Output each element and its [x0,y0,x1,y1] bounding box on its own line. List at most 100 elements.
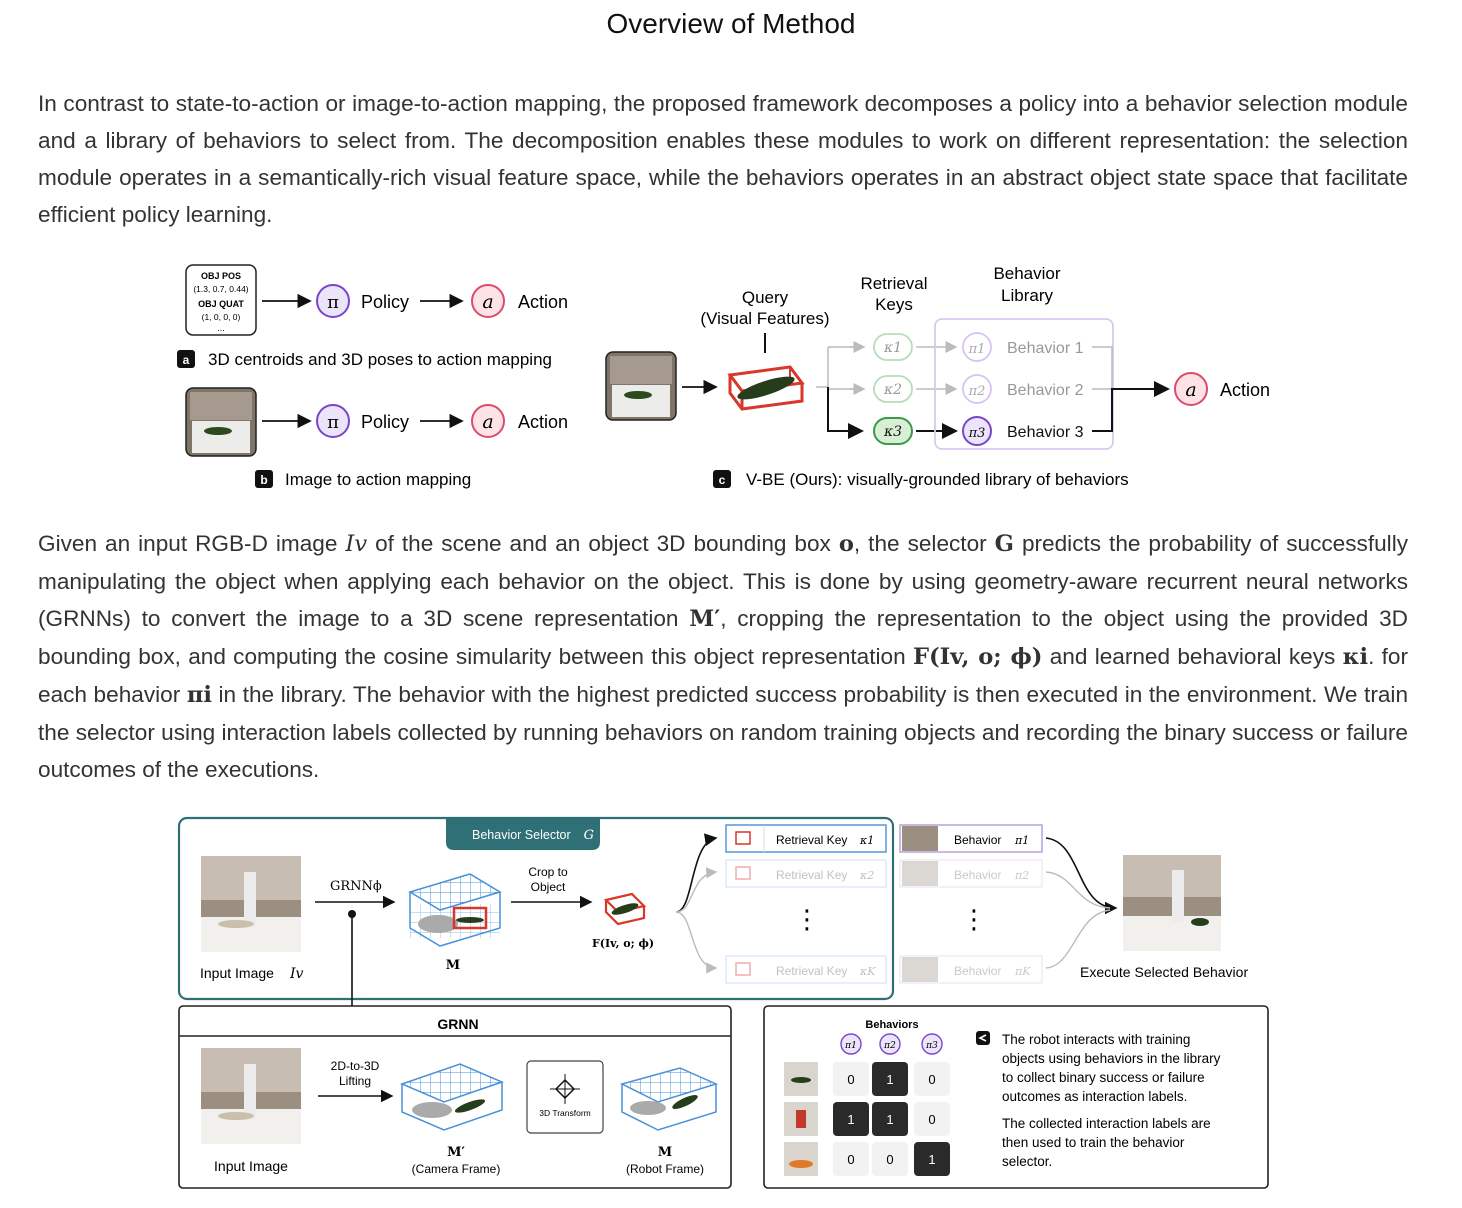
svg-text:The collected interaction labe: The collected interaction labels are [1002,1116,1211,1131]
execute-photo [1123,855,1221,951]
matrix-cell: 1 [928,1152,935,1167]
execute-label: Execute Selected Behavior [1080,964,1248,980]
svg-text:κ2: κ2 [859,869,874,882]
key-node-3: κ3 [873,417,913,445]
matrix-cell: 0 [886,1152,893,1167]
caption-b: Image to action mapping [285,470,471,489]
behavior-3-label: Behavior 3 [1007,424,1084,441]
svg-text:to collect binary success or f: to collect binary success or failure [1002,1070,1205,1085]
grnn-phi-label: GRNNϕ [330,879,382,894]
M-label: M [446,958,460,973]
matrix-cell: 0 [847,1072,854,1087]
svg-text:Behavior: Behavior [954,868,1001,882]
svg-text:Retrieval Key: Retrieval Key [776,833,847,847]
retrieval-key-K: Retrieval Key κK [725,955,887,984]
behaviors-dots: ⋮ [961,904,987,934]
a-symbol-c: a [1185,379,1196,401]
matrix-cell: 0 [928,1112,935,1127]
grnn-input-label: Input Image [214,1158,288,1174]
crop-label-1: Crop to [528,865,568,879]
action-label-c: Action [1220,380,1270,400]
policy-node-a [316,284,350,318]
action-label-b: Action [518,412,568,432]
page-title: Overview of Method [606,8,856,39]
svg-text:κ3: κ3 [883,424,902,440]
svg-text:selector.: selector. [1002,1154,1052,1169]
note-bullet-icon [976,1031,990,1045]
matrix-cell: 1 [847,1112,854,1127]
grnn-box [178,1005,732,1189]
query-sub-label: (Visual Features) [700,309,829,328]
camera-frame-label: (Camera Frame) [412,1162,501,1176]
a-symbol-b: a [482,411,493,433]
retrieval-key-2: Retrieval Key κ2 [725,859,887,888]
grid-M-prime [399,1063,505,1131]
svg-text:outcomes as interaction labels: outcomes as interaction labels. [1002,1089,1187,1104]
svg-text:κ1: κ1 [859,834,874,847]
policy-label-b: Policy [361,412,409,432]
caption-b-letter: b [260,473,267,487]
selector-title: Behavior Selector [472,828,571,842]
key-node-1: κ1 [873,333,913,361]
pi3-node: π3 [968,426,986,441]
svg-text:κ2: κ2 [883,382,902,398]
policy-node-b [316,404,350,438]
behavior-1-label: Behavior 1 [1007,340,1084,357]
keys-dots: ⋮ [794,904,820,934]
M-robot-label: M [658,1145,672,1160]
query-bounding-box [727,365,805,411]
figure-comparison: OBJ POS (1.3, 0.7, 0.44) OBJ QUAT (1, 0,… [177,264,1270,489]
grnn-input-photo [201,1048,301,1144]
retrieval-key-1: Retrieval Key κ1 [725,824,887,853]
svg-text:κ1: κ1 [883,340,902,356]
input-image-Iv: Iv [289,966,304,982]
caption-a: 3D centroids and 3D poses to action mapp… [208,350,552,369]
obj-quat-label: OBJ QUAT [198,299,244,309]
svg-text:κK: κK [859,965,876,978]
caption-c: V-BE (Ours): visually-grounded library o… [746,470,1129,489]
caption-c-letter: c [719,473,726,487]
obj-pos-value: (1.3, 0.7, 0.44) [193,284,248,294]
cropped-object [603,892,647,926]
caption-a-letter: a [183,353,190,367]
action-label-a: Action [518,292,568,312]
behaviors-header: Behaviors [865,1019,918,1031]
obj-ellipsis: ... [217,323,225,333]
matrix-cell: 0 [847,1152,854,1167]
figure-architecture: Behavior Selector G Input Image Iv GRNNϕ… [177,816,1269,1189]
method-paragraph: Given an input RGB-D image Iv of the sce… [38,531,1409,782]
behavior-K: Behavior πK [899,955,1043,984]
behavior-label: Behavior [993,264,1060,283]
pi-symbol-b: π [327,412,339,433]
F-label: F(Iv, o; ϕ) [592,937,654,950]
lift-label-1: 2D-to-3D [331,1059,380,1073]
transform-label: 3D Transform [539,1108,591,1118]
note-text: The robot interacts with training object… [1002,1032,1221,1169]
interaction-matrix: 0 1 0 1 1 0 0 0 1 [833,1062,950,1176]
transform-icon [550,1074,580,1104]
svg-text:π1: π1 [1014,834,1029,847]
pi2-node: π2 [968,384,986,399]
input-image-label: Input Image [200,965,274,981]
query-label: Query [742,288,789,307]
svg-text:Retrieval Key: Retrieval Key [776,868,847,882]
action-node-b [471,404,505,438]
svg-text:π1: π1 [844,1041,857,1051]
retrieval-label: Retrieval [860,274,927,293]
policy-label-a: Policy [361,292,409,312]
svg-text:π2: π2 [883,1041,896,1051]
behavior-1: Behavior π1 [899,824,1043,853]
behavior-2-label: Behavior 2 [1007,382,1084,399]
selector-G: G [584,828,594,843]
svg-text:objects using behaviors in the: objects using behaviors in the library [1002,1051,1221,1066]
scene-photo-c [605,351,677,421]
object-state-box: OBJ POS (1.3, 0.7, 0.44) OBJ QUAT (1, 0,… [185,264,257,336]
crop-label-2: Object [531,880,566,894]
svg-text:The robot interacts with train: The robot interacts with training [1002,1032,1190,1047]
obj-pos-label: OBJ POS [201,271,241,281]
matrix-cell: 1 [886,1072,893,1087]
matrix-cell: 0 [928,1072,935,1087]
a-symbol-a: a [482,291,493,313]
svg-text:Behavior: Behavior [954,833,1001,847]
pi1-node: π1 [968,342,986,357]
